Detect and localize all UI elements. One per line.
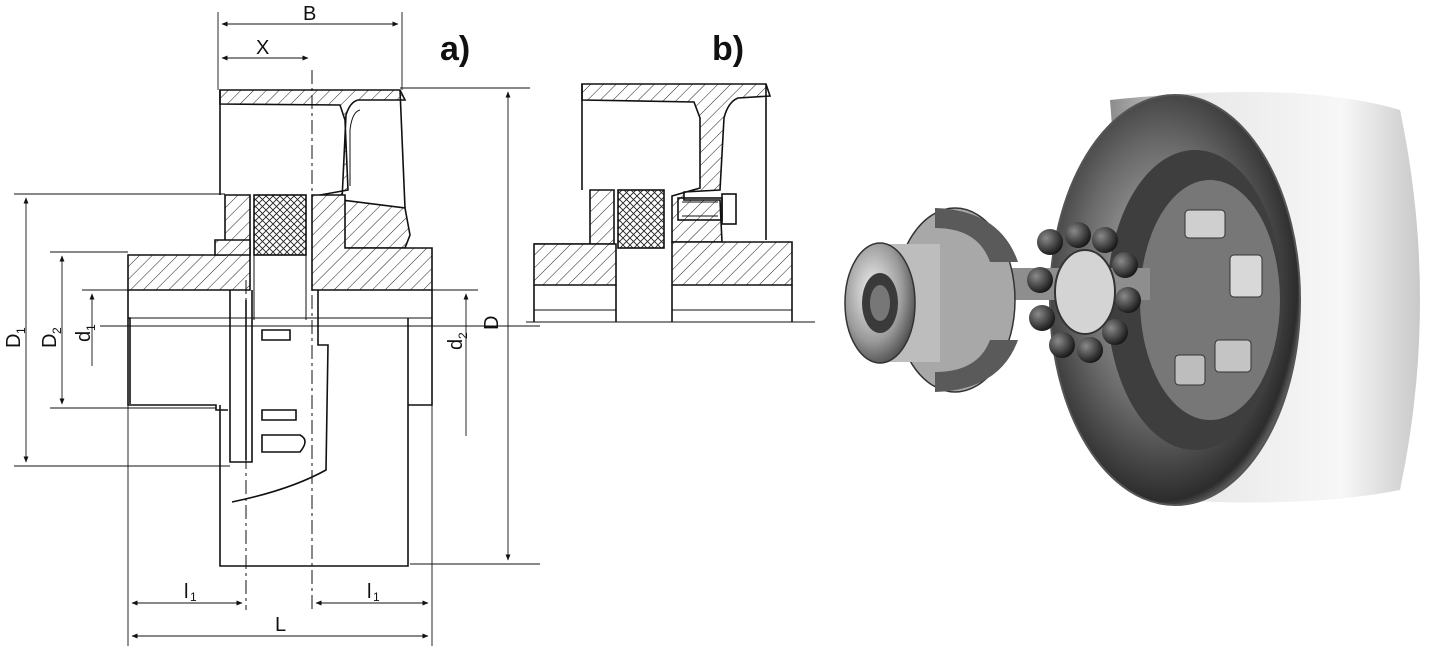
svg-text:l: l: [184, 581, 188, 603]
panel-a-label: a): [440, 30, 470, 68]
svg-text:1: 1: [14, 327, 28, 334]
svg-text:l: l: [367, 581, 371, 603]
elastic-element: [253, 194, 307, 256]
dimension-lines: [14, 12, 540, 646]
label-X: X: [256, 37, 269, 59]
label-D2: D 2: [39, 327, 64, 348]
label-l1-left: l 1: [184, 581, 197, 604]
label-L: L: [275, 614, 286, 636]
drum-section: [219, 89, 411, 249]
svg-text:D: D: [39, 334, 61, 348]
svg-text:d: d: [73, 331, 95, 342]
label-D: D: [481, 316, 503, 330]
label-D1: D 1: [3, 327, 28, 348]
panel-b-drawing: [526, 83, 815, 323]
coupling-photo: [844, 92, 1420, 506]
svg-text:1: 1: [190, 590, 197, 604]
label-d2: d 2: [445, 332, 470, 350]
label-l1-right: l 1: [367, 581, 380, 604]
svg-text:D: D: [3, 334, 25, 348]
label-d1: d 1: [73, 324, 98, 342]
panel-b-label: b): [712, 30, 744, 68]
svg-text:d: d: [445, 339, 467, 350]
panel-a-drawing: [100, 70, 540, 610]
label-B: B: [303, 3, 316, 25]
svg-text:1: 1: [84, 324, 98, 331]
svg-text:1: 1: [373, 590, 380, 604]
svg-text:2: 2: [456, 332, 470, 339]
svg-text:2: 2: [50, 327, 64, 334]
